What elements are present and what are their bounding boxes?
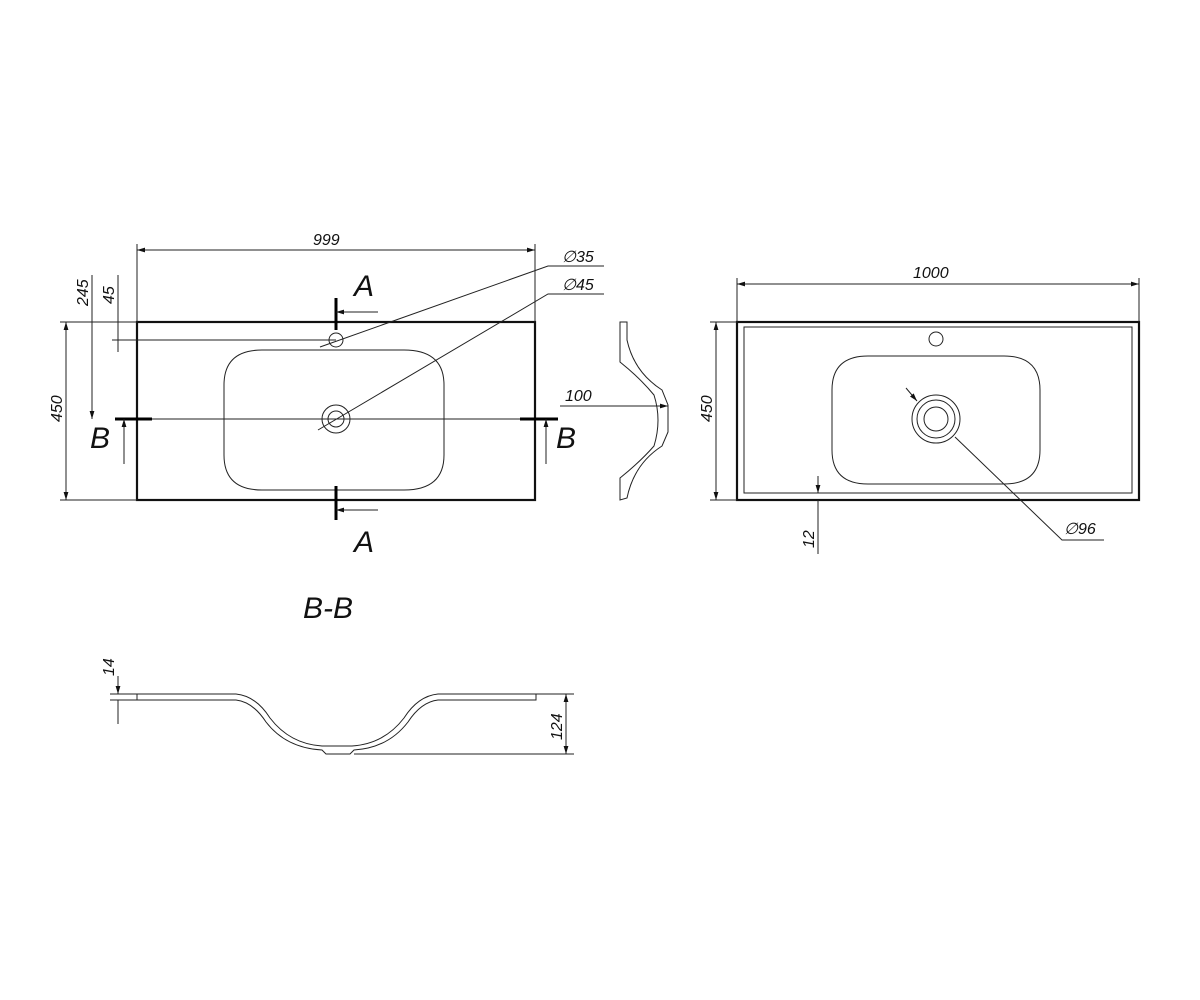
section-title: B-B — [303, 592, 353, 625]
dim-12-text: 12 — [801, 530, 818, 548]
faucet-hole-right — [928, 331, 944, 347]
leader-96 — [954, 436, 1104, 541]
countertop-outline-right — [735, 320, 1141, 502]
dim-1000-text: 1000 — [913, 265, 949, 282]
section-profile — [136, 693, 537, 755]
section-a-top-label: A — [352, 270, 374, 303]
top-view-right: 1000 450 12 ∅96 — [699, 265, 1141, 554]
section-b-right-label: B — [556, 422, 576, 455]
section-b-b: B-B 14 124 — [101, 592, 574, 755]
dim-450-right-text: 450 — [699, 395, 716, 422]
leader-45 — [317, 293, 604, 431]
leader-96-arrow — [905, 387, 918, 402]
basin-outline — [223, 349, 445, 491]
dim-245-text: 245 — [75, 279, 92, 307]
drain-outer-right — [911, 394, 961, 444]
section-b-left-label: B — [90, 422, 110, 455]
hole-35-text: ∅35 — [562, 249, 594, 266]
rim-inner-outline — [743, 326, 1133, 494]
side-view: 100 — [560, 321, 669, 501]
dim-450-left-text: 450 — [49, 395, 66, 422]
drain-mid-right — [916, 399, 956, 439]
leader-35 — [319, 265, 604, 348]
dim-45-text: 45 — [101, 286, 118, 304]
basin-outline-right — [831, 355, 1041, 485]
dim-124-text: 124 — [549, 713, 566, 740]
drain-inner-right — [923, 406, 949, 432]
dim-100-text: 100 — [565, 388, 592, 405]
dim-14-text: 14 — [101, 658, 118, 676]
hole-45-text: ∅45 — [562, 277, 594, 294]
top-view-left: A A B B 999 450 245 45 ∅35 ∅45 — [49, 232, 604, 559]
section-a-bottom-label: A — [352, 526, 374, 559]
side-profile — [619, 321, 669, 501]
dim-999-text: 999 — [313, 232, 340, 249]
hole-96-text: ∅96 — [1064, 521, 1096, 538]
